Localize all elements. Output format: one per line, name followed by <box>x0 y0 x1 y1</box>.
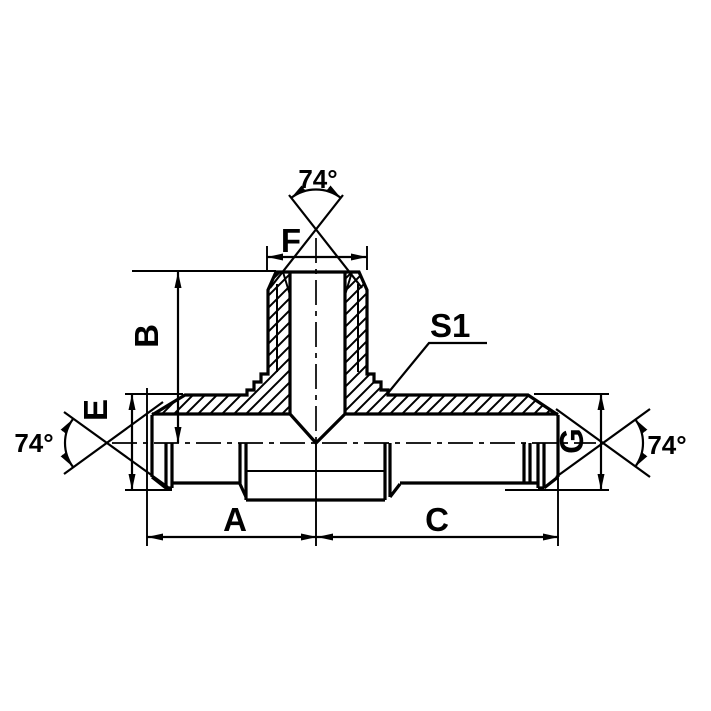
branch-seat-chamfers <box>282 271 353 296</box>
upper-section-outline <box>151 270 559 417</box>
angle-callout-top <box>269 185 363 289</box>
left-nose <box>151 443 248 498</box>
angle-top-label: 74° <box>298 164 337 194</box>
labels: 74° 74° 74° F B E G A C S1 <box>14 164 686 538</box>
ext-lines-g <box>505 393 609 491</box>
hatch-right-region <box>345 272 558 414</box>
cone-lines-top <box>269 194 363 289</box>
dim-a-label: A <box>223 501 247 538</box>
dim-c-label: C <box>425 501 449 538</box>
angle-arc-top <box>290 185 342 199</box>
dim-f-label: F <box>281 222 301 259</box>
angle-callout-left <box>60 401 169 488</box>
s1-label: S1 <box>430 307 470 344</box>
angle-right-label: 74° <box>647 430 686 460</box>
angle-callout-right <box>555 408 651 478</box>
branch-bore <box>288 272 347 446</box>
body-detail-lines <box>246 271 385 472</box>
right-thread <box>400 443 559 490</box>
dim-b-label: B <box>128 324 165 348</box>
dim-e-label: E <box>77 399 114 421</box>
angle-arc-left <box>60 418 74 468</box>
angle-left-label: 74° <box>14 428 53 458</box>
s1-leader <box>387 341 487 394</box>
cone-lines-left <box>63 401 169 488</box>
section-hatching <box>152 272 558 414</box>
dim-g-label: G <box>553 428 590 454</box>
angle-arc-right <box>634 418 648 468</box>
cone-lines-right <box>555 408 651 478</box>
dimensions <box>125 246 609 546</box>
branch-thread-roots <box>276 284 359 372</box>
